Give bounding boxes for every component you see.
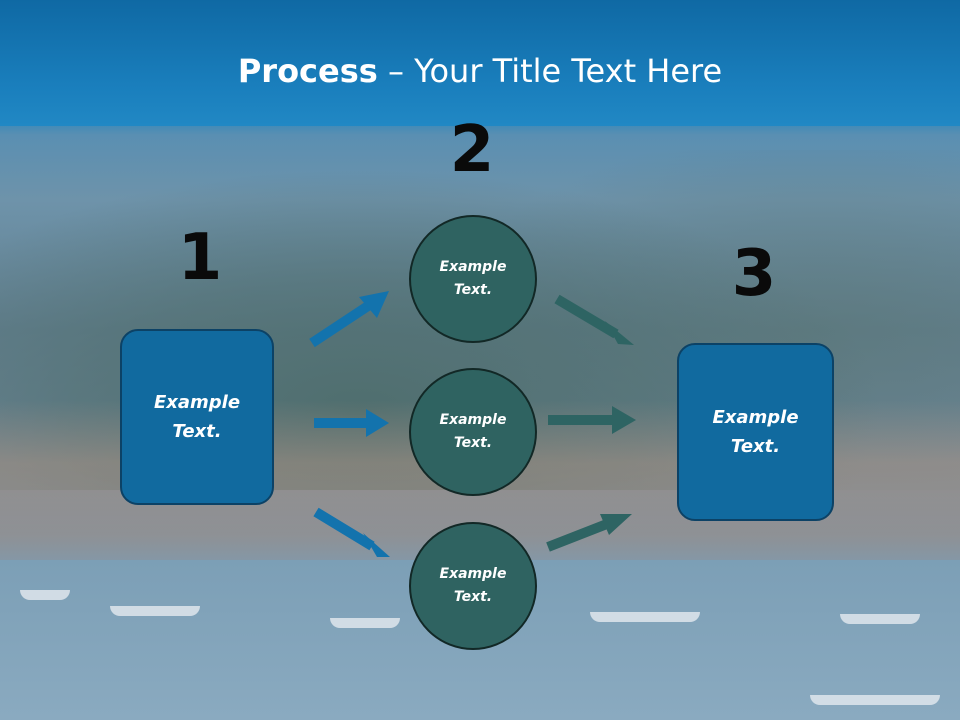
boat-shape [110,606,200,616]
step-2-circle-middle: Example Text. [409,368,537,496]
boat-shape [840,614,920,624]
step-2-circle-bottom: Example Text. [409,522,537,650]
arrow-1-to-2a [309,291,389,348]
step-number-2: 2 [449,113,495,187]
boat-shape [590,612,700,622]
arrow-1-to-2c [313,507,390,557]
step-2-circle-top: Example Text. [409,215,537,343]
step-number-3: 3 [731,237,777,311]
title-rest: – Your Title Text Here [377,52,723,90]
step-1-box: Example Text. [120,329,274,505]
title-banner [0,0,960,126]
step-3-box: Example Text. [677,343,834,521]
title-bold: Process [237,52,378,90]
boat-shape [810,695,940,705]
arrow-2b-to-3 [548,406,636,434]
slide-title: Process – Your Title Text Here [0,52,960,90]
boat-shape [20,590,70,600]
arrow-1-to-2b [314,409,389,437]
step-number-1: 1 [177,221,223,295]
boat-shape [330,618,400,628]
arrow-2c-to-3 [546,514,632,552]
arrow-2a-to-3 [554,294,634,345]
